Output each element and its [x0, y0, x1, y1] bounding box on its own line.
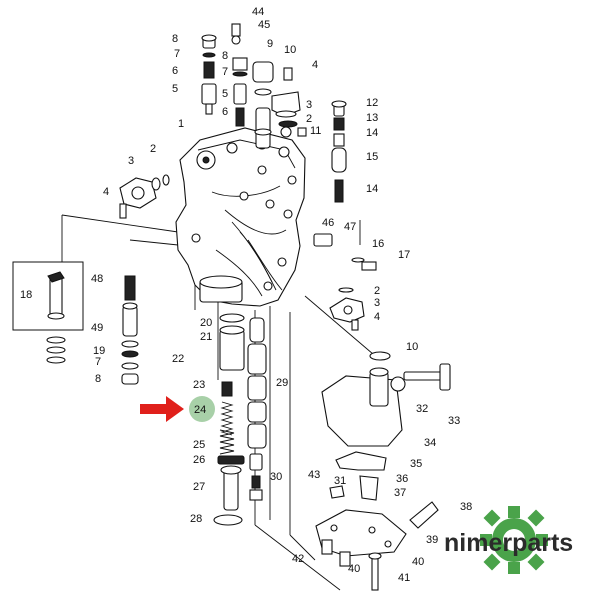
part-labels: 44 45 8 7 6 5 8 7 9 10 4 6 5 1 3 2 4 12 … — [20, 6, 472, 584]
red-arrow-icon — [140, 396, 184, 422]
part-label: 14 — [366, 183, 378, 195]
part-label: 35 — [410, 458, 422, 470]
part-label: 6 — [222, 106, 228, 118]
part-label: 26 — [193, 454, 205, 466]
part-label: 18 — [20, 289, 32, 301]
part-label: 7 — [222, 66, 228, 78]
part-label: 8 — [222, 50, 228, 62]
part-label: 41 — [398, 572, 410, 584]
part-label: 44 — [252, 6, 264, 18]
part-label: 4 — [103, 186, 109, 198]
part-label: 7 — [95, 356, 101, 368]
part-label: 25 — [193, 439, 205, 451]
part-label: 13 — [366, 112, 378, 124]
top-left-stack — [201, 34, 217, 115]
part-label: 33 — [448, 415, 460, 427]
part-label: 12 — [366, 97, 378, 109]
valve-housing — [175, 127, 306, 307]
part-label: 5 — [222, 88, 228, 100]
part-label: 19 — [93, 345, 105, 357]
part-label: 8 — [172, 33, 178, 45]
highlighted-part-callout: 24 — [140, 396, 215, 422]
part-label: 4 — [312, 59, 318, 71]
part-label: 6 — [172, 65, 178, 77]
inset-box-18 — [12, 261, 84, 364]
part-label: 1 — [178, 118, 184, 130]
part-label: 37 — [394, 487, 406, 499]
part-label: 43 — [308, 469, 320, 481]
part-label: 23 — [193, 379, 205, 391]
part-label: 15 — [366, 151, 378, 163]
part-label: 27 — [193, 481, 205, 493]
brand-logo: nimerparts — [444, 506, 573, 574]
part-label: 20 — [200, 317, 212, 329]
part-label: 28 — [190, 513, 202, 525]
part-label: 9 — [267, 38, 273, 50]
part-label: 45 — [258, 19, 270, 31]
part-label: 39 — [426, 534, 438, 546]
part-label: 2 — [150, 143, 156, 155]
highlight-label: 24 — [194, 404, 206, 416]
gear-icon — [480, 506, 548, 574]
part-label: 40 — [348, 563, 360, 575]
part-label: 46 — [322, 217, 334, 229]
part-label: 21 — [200, 331, 212, 343]
part-label: 3 — [306, 99, 312, 111]
part-label: 4 — [374, 311, 380, 323]
long-spool — [247, 317, 267, 501]
left-cover-plate — [119, 174, 170, 219]
lower-right-assembly — [315, 351, 451, 591]
part-label: 30 — [270, 471, 282, 483]
part-label: 42 — [292, 553, 304, 565]
top-middle-stack — [231, 23, 274, 149]
part-label: 36 — [396, 473, 408, 485]
part-label: 49 — [91, 322, 103, 334]
part-label: 7 — [174, 48, 180, 60]
left-valve-column — [121, 275, 139, 385]
part-label: 32 — [416, 403, 428, 415]
part-label: 3 — [128, 155, 134, 167]
part-label: 31 — [334, 475, 346, 487]
part-label: 8 — [95, 373, 101, 385]
part-label: 16 — [372, 238, 384, 250]
part-label: 38 — [460, 501, 472, 513]
part-label: 3 — [374, 297, 380, 309]
part-label: 34 — [424, 437, 436, 449]
part-label: 10 — [284, 44, 296, 56]
part-label: 22 — [172, 353, 184, 365]
highlight-circle — [189, 396, 215, 422]
part-label: 10 — [406, 341, 418, 353]
part-label: 14 — [366, 127, 378, 139]
top-right-stack — [271, 67, 307, 138]
part-label: 2 — [374, 285, 380, 297]
part-label: 40 — [412, 556, 424, 568]
part-label: 17 — [398, 249, 410, 261]
part-label: 11 — [310, 125, 321, 137]
part-label: 2 — [306, 113, 312, 125]
part-label: 29 — [276, 377, 288, 389]
part-label: 5 — [172, 83, 178, 95]
part-label: 47 — [344, 221, 356, 233]
brand-name: nimerparts — [444, 529, 573, 557]
right-side-parts — [313, 233, 377, 331]
part-label: 48 — [91, 273, 103, 285]
right-spool-stack — [331, 100, 347, 203]
middle-parts-column — [213, 313, 245, 526]
